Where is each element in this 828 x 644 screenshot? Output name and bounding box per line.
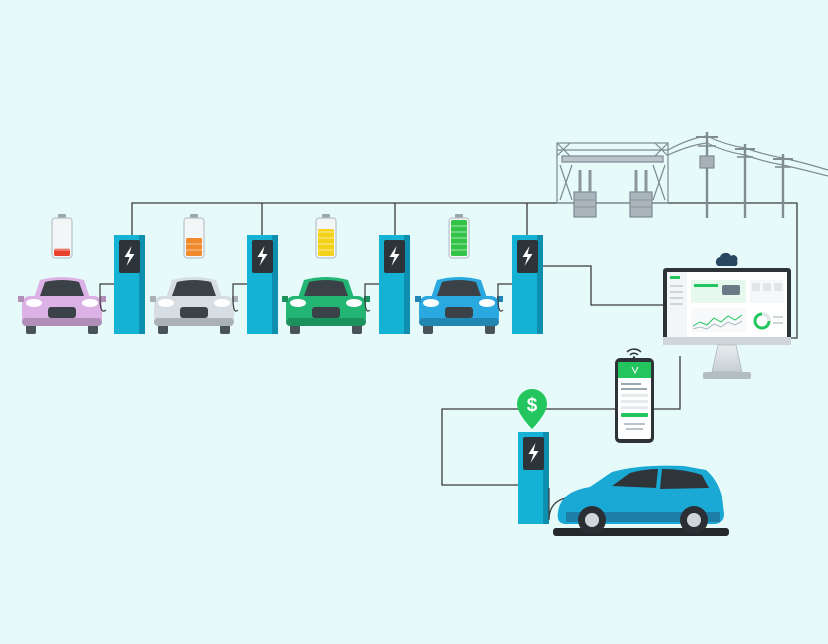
charging-cable — [99, 283, 114, 312]
charging-station — [247, 235, 278, 334]
charging-station — [114, 235, 145, 334]
charging-station — [512, 235, 543, 334]
lightning-bolt-icon — [389, 246, 400, 266]
lightning-bolt-icon — [124, 246, 135, 266]
charging-station — [518, 432, 549, 524]
charging-station — [379, 235, 410, 334]
monitor-dashboard — [663, 252, 791, 379]
blue-car-side — [557, 465, 724, 534]
car-front — [150, 277, 238, 334]
car-front — [415, 277, 503, 334]
dollar-symbol: $ — [527, 395, 538, 416]
mobile-phone-app — [615, 348, 654, 443]
wifi-icon — [626, 348, 642, 359]
battery-icon — [51, 214, 73, 259]
charging-cable — [364, 283, 379, 312]
payment-charging-station — [518, 432, 729, 536]
charging-cable — [497, 283, 512, 312]
battery-icon — [315, 214, 337, 259]
lightning-bolt-icon — [528, 443, 539, 463]
battery-icon — [448, 214, 470, 259]
car-front — [18, 277, 106, 334]
power-substation — [556, 142, 669, 218]
battery-icon — [183, 214, 205, 259]
lightning-bolt-icon — [257, 246, 268, 266]
cloud-icon — [715, 252, 738, 266]
dollar-pin-icon: $ — [517, 389, 547, 429]
charging-cable — [232, 283, 247, 312]
power-poles — [667, 132, 828, 218]
charging-row — [18, 214, 543, 334]
car-front — [282, 277, 370, 334]
lightning-bolt-icon — [522, 246, 533, 266]
